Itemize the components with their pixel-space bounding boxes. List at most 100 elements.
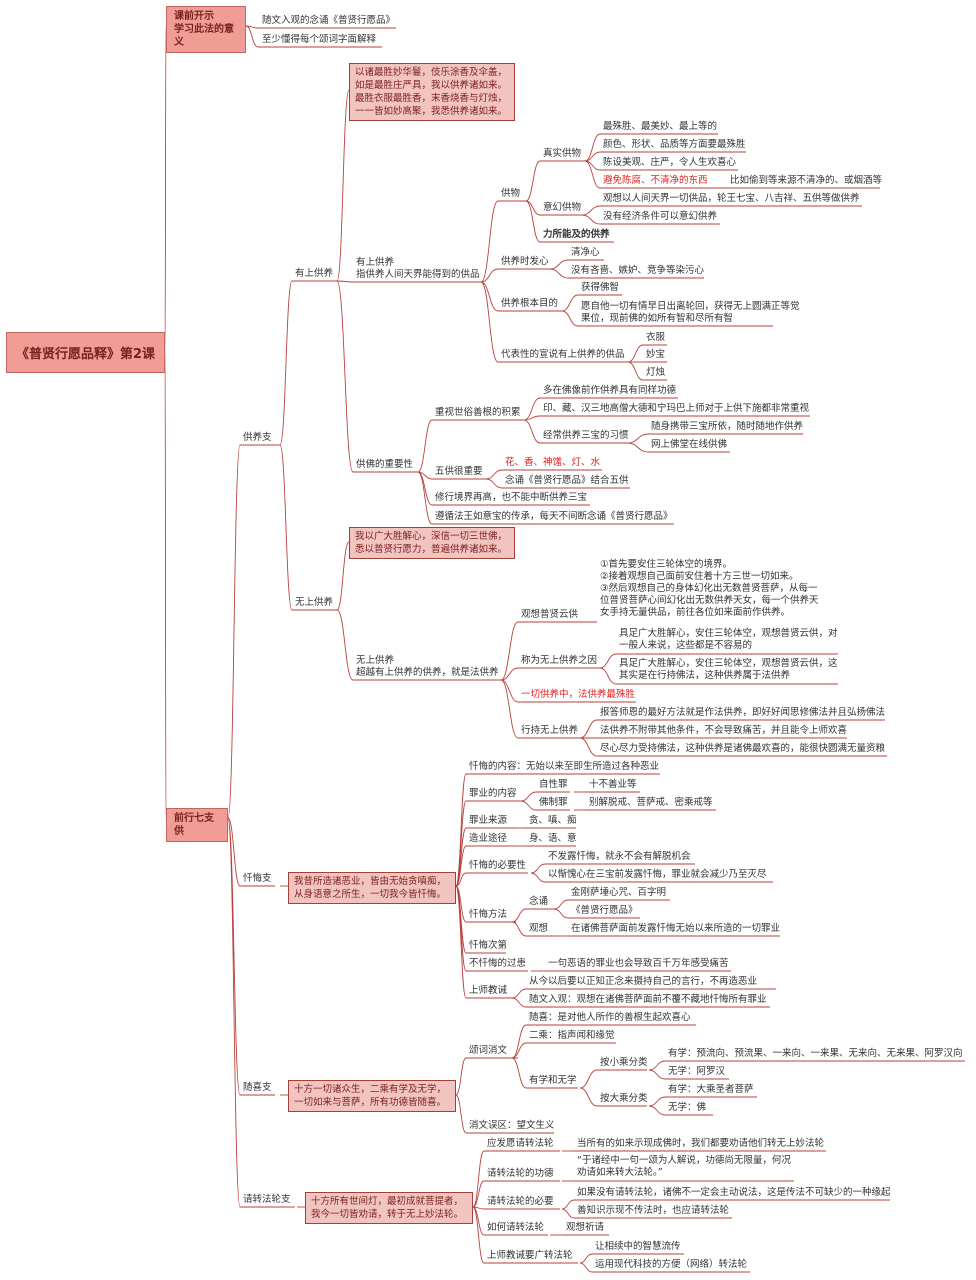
five-item[interactable]: 花、香、神馐、灯、水 — [505, 457, 601, 468]
real-item-warning[interactable]: 避免陈腐、不清净的东西 — [603, 175, 708, 186]
youshang-verse[interactable]: 以诸最胜妙华鬘，伎乐涂香及伞盖， 如是最胜庄严具，我以供养诸如来。 最胜衣服最胜… — [349, 63, 515, 121]
reason-item[interactable]: 具足广大胜解心，安住三轮体空，观想普贤云供，对 一般人来说，这些都是不容易的 — [619, 628, 838, 652]
vow-value[interactable]: 当所有的如来示现成佛时，我们都要劝请他们转无上妙法轮 — [577, 1138, 825, 1149]
practice-item[interactable]: 法供养不附带其他条件，不会导致痛苦，并且能令上师欢喜 — [600, 725, 848, 736]
turning-teach-item[interactable]: 运用现代科技的方便（网络）转法轮 — [595, 1259, 748, 1270]
karma-node[interactable]: 罪业的内容 — [469, 788, 517, 799]
visual-method-value[interactable]: 在诸佛菩萨面前发露忏悔无始以来所造的一切罪业 — [571, 923, 781, 934]
learn-node[interactable]: 有学和无学 — [529, 1075, 577, 1086]
rep-item[interactable]: 灯烛 — [646, 367, 666, 378]
how-node[interactable]: 如何请转法轮 — [487, 1222, 545, 1233]
recite-item[interactable]: 金刚萨埵心咒、百字明 — [571, 887, 667, 898]
wushang-def[interactable]: 无上供养 超越有上供养的供养，就是法供养 — [356, 655, 499, 679]
importance-extra[interactable]: 修行境界再高，也不能中断供养三宝 — [435, 492, 588, 503]
offering-branch[interactable]: 供养支 — [243, 432, 272, 443]
natural-sin[interactable]: 自性罪 — [539, 779, 568, 790]
turning-need-item[interactable]: 如果没有请转法轮，诸佛不一定会主动说法，这是传法不可缺少的一种缘起 — [577, 1187, 891, 1198]
merit-node[interactable]: 重视世俗善根的积累 — [435, 407, 521, 418]
rep-item[interactable]: 衣服 — [646, 332, 666, 343]
small-node[interactable]: 按小乘分类 — [600, 1057, 648, 1068]
merit-item[interactable]: 印、藏、汉三地高僧大德和宁玛巴上师对于上供下施都非常重视 — [543, 403, 810, 414]
source-value[interactable]: 贪、嗔、痴 — [529, 815, 577, 826]
order-node[interactable]: 忏悔次第 — [469, 940, 508, 951]
habit-item[interactable]: 网上佛堂在线供佛 — [651, 439, 728, 450]
prohibited-sin[interactable]: 佛制罪 — [539, 797, 568, 808]
repent-teach-item[interactable]: 从今以后要以正知正念来摄持自己的言行，不再造恶业 — [529, 976, 758, 987]
repent-content[interactable]: 忏悔的内容：无始以来至即生所造过各种恶业 — [469, 761, 660, 772]
real-item[interactable]: 颜色、形状、品质等方面要最殊胜 — [603, 139, 746, 150]
turning-verse[interactable]: 十方所有世间灯，最初成就菩提者， 我今一切皆劝请，转于无上妙法轮。 — [305, 1192, 473, 1224]
rep-item[interactable]: 妙宝 — [646, 349, 666, 360]
how-value[interactable]: 观想祈请 — [566, 1222, 605, 1233]
mind-node[interactable]: 供养时发心 — [501, 256, 549, 267]
repent-teach-item[interactable]: 随文入观：观想在诸佛菩萨面前不覆不藏地忏悔所有罪业 — [529, 994, 767, 1005]
five-node[interactable]: 五供很重要 — [435, 466, 483, 477]
repent-verse[interactable]: 我昔所造诸恶业，皆由无始贪嗔痴， 从身语意之所生，一切我今皆忏悔。 — [288, 872, 456, 904]
need-item[interactable]: 不发露忏悔，就永不会有解脱机会 — [548, 851, 691, 862]
merit-item[interactable]: 多在佛像前作供养具有同样功德 — [543, 385, 677, 396]
path-value[interactable]: 身、语、意 — [529, 833, 577, 844]
turning-need-item[interactable]: 善知识示现不传法时，也应请转法轮 — [577, 1205, 730, 1216]
turning-branch[interactable]: 请转法轮支 — [243, 1194, 291, 1205]
practice-node[interactable]: 行持无上供养 — [521, 725, 579, 736]
repent-branch[interactable]: 忏悔支 — [243, 873, 272, 884]
best-offering[interactable]: 一切供养中，法供养最殊胜 — [521, 689, 636, 700]
rejoice-verse[interactable]: 十方一切诸众生，二乘有学及无学， 一切如来与菩萨，所有功德皆随喜。 — [288, 1080, 456, 1112]
turning-merit-node[interactable]: 请转法轮的功德 — [487, 1168, 554, 1179]
importance-node[interactable]: 供佛的重要性 — [356, 459, 414, 470]
small-item[interactable]: 有学：预流向、预流果、一来向、一来果、无来向、无来果、阿罗汉向 — [668, 1048, 963, 1059]
youshang-node[interactable]: 有上供养 — [295, 268, 334, 279]
recite-item[interactable]: 《普贤行愿品》 — [571, 905, 638, 916]
visual-method-node[interactable]: 观想 — [529, 923, 549, 934]
real-item-note[interactable]: 比如偷到等来源不清净的、或烟酒等 — [730, 175, 883, 186]
five-item[interactable]: 念诵《普贤行愿品》结合五供 — [505, 475, 629, 486]
capacity-node[interactable]: 力所能及的供养 — [543, 229, 610, 240]
intro-item[interactable]: 随文入观的念诵《普贤行愿品》 — [262, 15, 396, 26]
explain-item[interactable]: 随喜：是对他人所作的善根生起欢喜心 — [529, 1012, 691, 1023]
imag-item[interactable]: 观想以人间天界一切供品，轮王七宝、八吉祥、五供等做供养 — [603, 193, 860, 204]
error-node[interactable]: 消文误区：望文生义 — [469, 1120, 555, 1131]
fault-value[interactable]: 一句恶语的罪业也会导致百千万年感受痛苦 — [548, 958, 729, 969]
turning-need-node[interactable]: 请转法轮的必要 — [487, 1196, 554, 1207]
great-item[interactable]: 无学：佛 — [668, 1102, 707, 1113]
mind-item[interactable]: 没有吝啬、嫉妒、竞争等染污心 — [571, 265, 705, 276]
reason-item[interactable]: 具足广大胜解心，安住三轮体空，观想普贤云供，这 其实是在行持佛法，这种供养属于法… — [619, 658, 838, 682]
natural-sin-value[interactable]: 十不善业等 — [589, 779, 637, 790]
seven-branch-topic[interactable]: 前行七支供 — [166, 808, 228, 842]
purpose-item[interactable]: 获得佛智 — [581, 282, 620, 293]
habit-node[interactable]: 经常供养三宝的习惯 — [543, 430, 629, 441]
intro-topic[interactable]: 课前开示 学习此法的意义 — [166, 6, 246, 53]
path-node[interactable]: 造业途径 — [469, 833, 508, 844]
wushang-node[interactable]: 无上供养 — [295, 597, 334, 608]
rep-node[interactable]: 代表性的宣说有上供养的供品 — [501, 349, 625, 360]
real-offering-node[interactable]: 真实供物 — [543, 148, 582, 159]
need-item[interactable]: 以惭愧心在三宝前发露忏悔，罪业就会减少乃至灭尽 — [548, 869, 767, 880]
intro-item[interactable]: 至少懂得每个颂词字面解释 — [262, 34, 377, 45]
visual-steps[interactable]: ①首先要安住三轮体空的境界。 ②接着观想自己面前安住着十方三世一切如来。 ③然后… — [600, 559, 819, 619]
reason-node[interactable]: 称为无上供养之因 — [521, 655, 598, 666]
recite-node[interactable]: 念诵 — [529, 896, 549, 907]
imag-item[interactable]: 没有经济条件可以意幻供养 — [603, 211, 718, 222]
real-item[interactable]: 陈设美观、庄严，令人生欢喜心 — [603, 157, 737, 168]
turning-teach-node[interactable]: 上师教诫要广转法轮 — [487, 1250, 573, 1261]
rejoice-branch[interactable]: 随喜支 — [243, 1082, 272, 1093]
explain-node[interactable]: 颂词消文 — [469, 1045, 508, 1056]
need-node[interactable]: 忏悔的必要性 — [469, 860, 527, 871]
wushang-verse[interactable]: 我以广大胜解心，深信一切三世佛， 悉以普贤行愿力，普遍供养诸如来。 — [349, 527, 515, 559]
great-node[interactable]: 按大乘分类 — [600, 1093, 648, 1104]
root-topic[interactable]: 《普贤行愿品释》第2课 — [6, 332, 165, 373]
visual-node[interactable]: 观想普贤云供 — [521, 609, 579, 620]
explain-item[interactable]: 二乘：指声闻和缘觉 — [529, 1030, 615, 1041]
purpose-item[interactable]: 愿自他一切有情早日出离轮回，获得无上圆满正等觉 果位，现前佛的如所有智和尽所有智 — [581, 301, 800, 325]
real-item[interactable]: 最殊胜、最美妙、最上等的 — [603, 121, 718, 132]
habit-item[interactable]: 随身携带三宝所依，随时随地作供养 — [651, 421, 804, 432]
practice-item[interactable]: 报答师恩的最好方法就是作法供养，即好好闻思修佛法并且弘扬佛法 — [600, 707, 886, 718]
repent-teach-node[interactable]: 上师教诫 — [469, 985, 508, 996]
imag-offering-node[interactable]: 意幻供物 — [543, 202, 582, 213]
purpose-node[interactable]: 供养根本目的 — [501, 298, 559, 309]
importance-extra[interactable]: 遵循法王如意宝的传承，每天不间断念诵《普贤行愿品》 — [435, 511, 673, 522]
practice-item[interactable]: 尽心尽力受持佛法，这种供养是诸佛最欢喜的，能很快圆满无量资粮 — [600, 743, 886, 754]
turning-merit-quote[interactable]: “于诸经中一句一颂为人解说，功德尚无限量，何况 劝请如来转大法轮。” — [577, 1155, 791, 1179]
vow-node[interactable]: 应发愿请转法轮 — [487, 1138, 554, 1149]
youshang-def[interactable]: 有上供养 指供养人间天界能得到的供品 — [356, 257, 480, 281]
